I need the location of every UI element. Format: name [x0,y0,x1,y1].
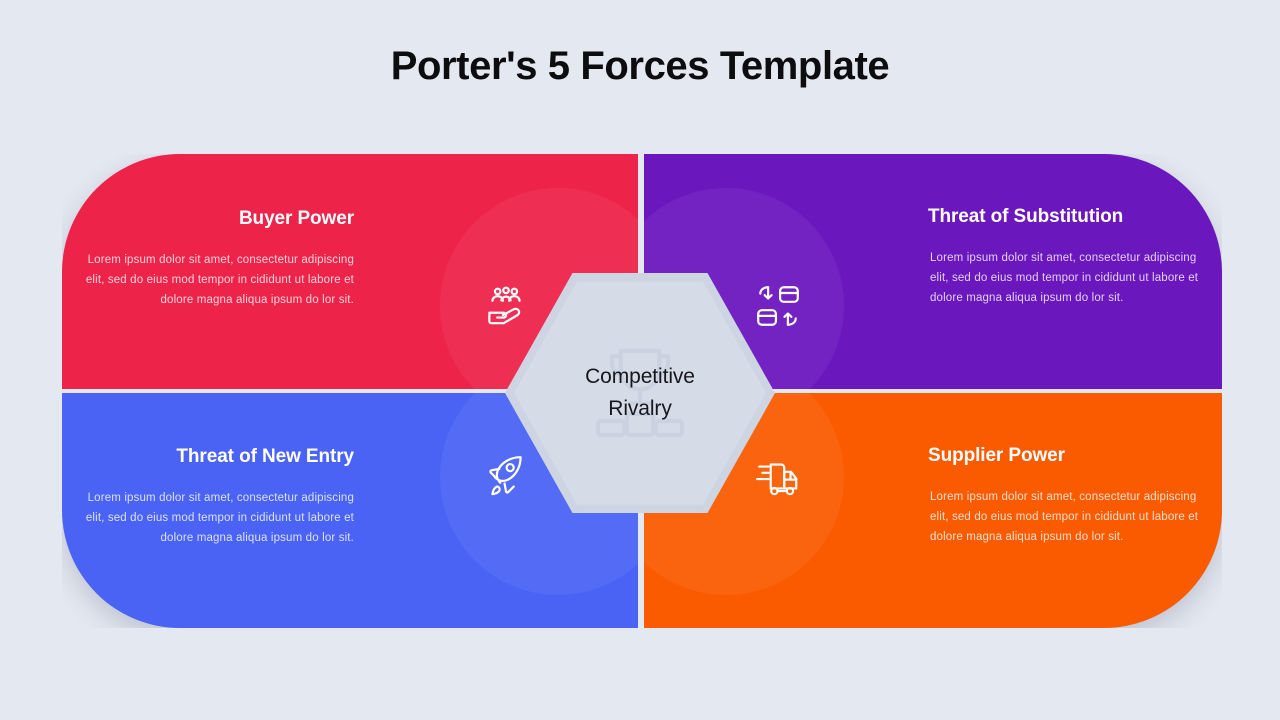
center-hexagon[interactable]: Competitive Rivalry [505,268,775,518]
force-text-threat-of-substitution: Threat of Substitution Lorem ipsum dolor… [928,206,1200,308]
delivery-truck-icon [756,463,798,496]
page-title: Porter's 5 Forces Template [390,44,890,88]
force-body-buyer-power: Lorem ipsum dolor sit amet, consectetur … [85,254,354,306]
swap-exchange-icon [757,286,799,326]
center-hexagon-label: Competitive Rivalry [505,361,775,425]
force-text-buyer-power: Buyer Power Lorem ipsum dolor sit amet, … [84,208,354,310]
force-label-buyer-power: Buyer Power [238,208,354,229]
center-label-line-2: Rivalry [608,397,672,420]
trophy-podium-icon [595,348,685,438]
rocket-icon [489,456,522,496]
hexagon-inner-face [514,281,766,505]
force-body-supplier-power: Lorem ipsum dolor sit amet, consectetur … [930,491,1199,543]
force-label-threat-of-substitution: Threat of Substitution [928,206,1124,227]
force-body-threat-of-substitution: Lorem ipsum dolor sit amet, consectetur … [930,252,1199,304]
center-label-line-1: Competitive [585,365,695,388]
force-label-supplier-power: Supplier Power [928,445,1065,466]
force-body-threat-of-new-entry: Lorem ipsum dolor sit amet, consectetur … [85,492,354,544]
hand-holding-people-icon [488,286,521,325]
force-block-threat-of-substitution[interactable]: Threat of Substitution Lorem ipsum dolor… [644,154,1222,389]
force-text-threat-of-new-entry: Threat of New Entry Lorem ipsum dolor si… [84,446,354,548]
force-text-supplier-power: Supplier Power Lorem ipsum dolor sit ame… [928,445,1200,547]
force-label-threat-of-new-entry: Threat of New Entry [176,446,354,467]
